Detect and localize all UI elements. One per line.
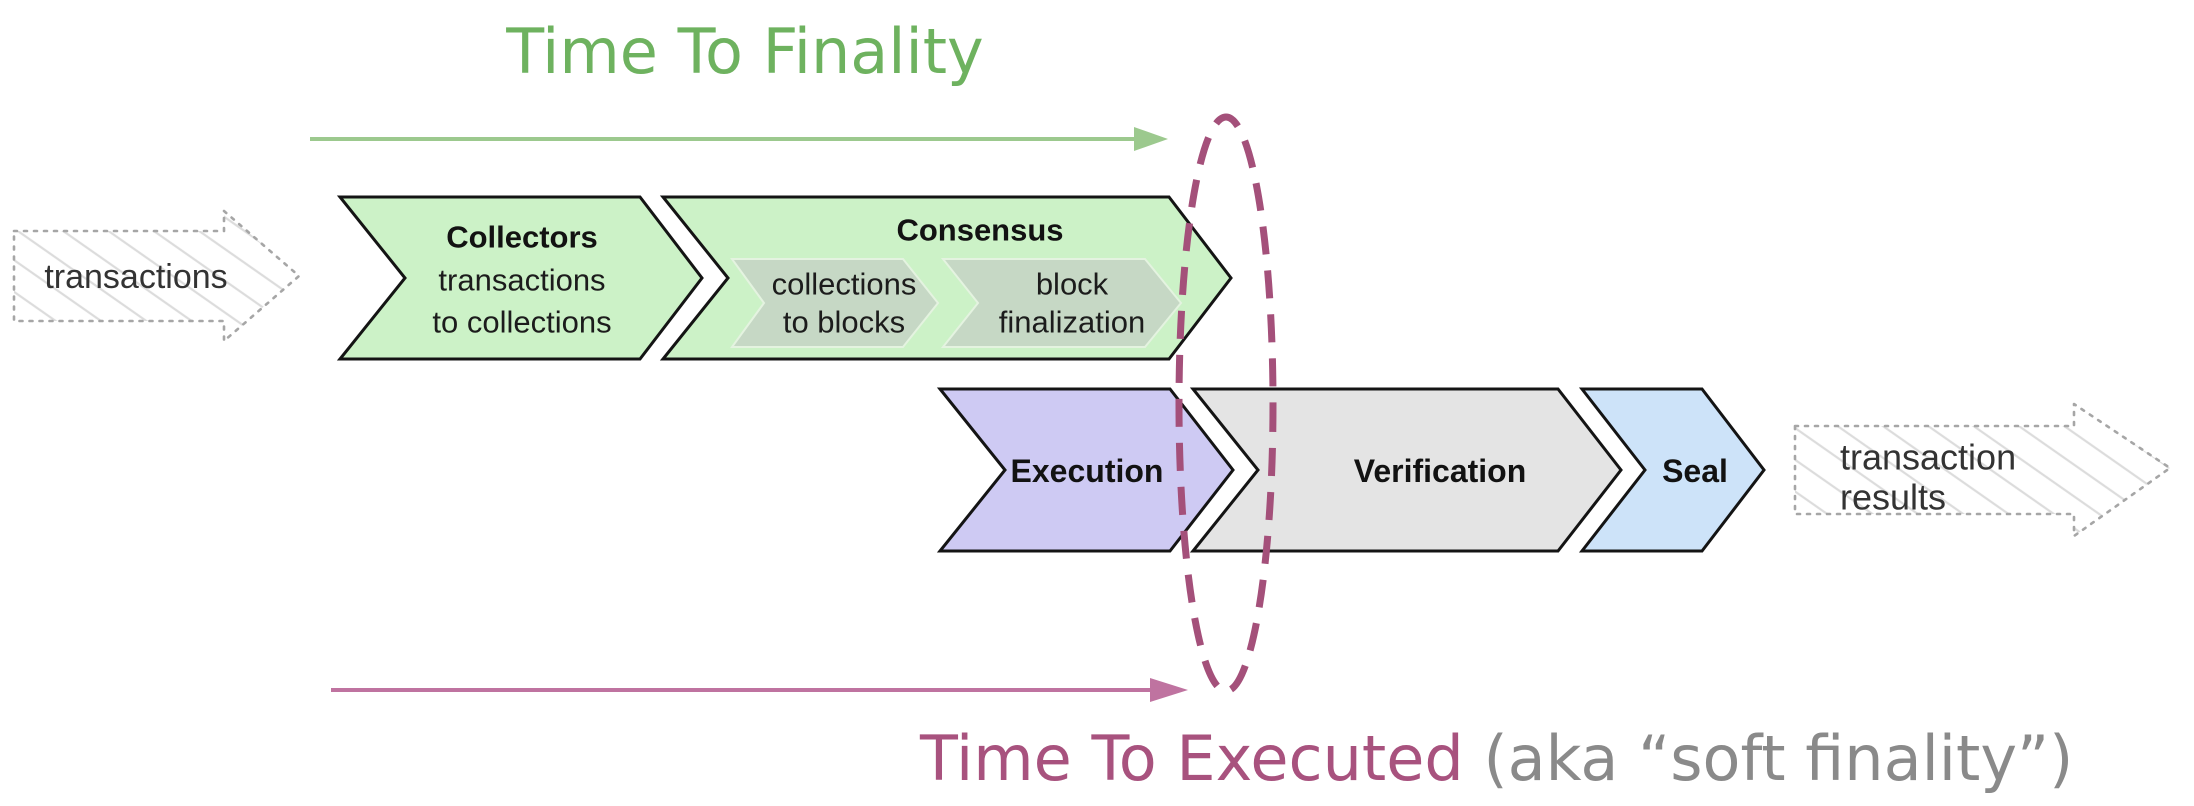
verification-stage: Verification <box>1189 387 1623 553</box>
collectors-title: Collectors <box>446 220 598 255</box>
soft-finality-note: (aka “soft finality”) <box>1483 722 2073 795</box>
transaction-results-output-arrow: transaction results <box>1793 402 2172 538</box>
execution-title: Execution <box>1011 453 1164 489</box>
consensus-stage: Consensus collections to blocks block fi… <box>659 195 1233 361</box>
block-finalization-line2: finalization <box>999 305 1145 340</box>
collectors-stage: Collectors transactions to collections <box>336 195 704 361</box>
executed-arrow <box>331 678 1188 702</box>
verification-title: Verification <box>1354 453 1527 489</box>
transaction-results-arrow-shape <box>1793 402 2172 538</box>
consensus-title: Consensus <box>896 213 1063 248</box>
transactions-arrow-label: transactions <box>44 258 227 296</box>
transactions-arrow-shape <box>12 209 301 343</box>
transactions-input-arrow: transactions <box>12 209 301 343</box>
finality-arrowhead-icon <box>1134 127 1168 151</box>
finality-arrow <box>310 127 1168 151</box>
execution-chevron <box>936 387 1235 553</box>
transaction-results-line2: results <box>1840 477 1946 518</box>
execution-stage: Execution <box>936 387 1235 553</box>
verification-chevron <box>1189 387 1623 553</box>
block-finalization-line1: block <box>1036 267 1109 302</box>
time-to-finality-title: Time To Finality <box>505 15 984 88</box>
block-finalization-chevron <box>940 258 1183 348</box>
executed-arrowhead-icon <box>1150 678 1188 702</box>
seal-chevron <box>1578 387 1766 553</box>
seal-title: Seal <box>1662 453 1728 489</box>
seal-stage: Seal <box>1578 387 1766 553</box>
collections-to-blocks-line1: collections <box>772 267 917 302</box>
soft-finality-boundary-ellipse <box>1175 113 1277 695</box>
collectors-line2: to collections <box>432 305 611 340</box>
collectors-chevron <box>336 195 704 361</box>
time-to-executed-label: Time To Executed <box>919 722 1464 795</box>
collections-to-blocks-chevron <box>730 258 940 348</box>
collections-to-blocks-line2: to blocks <box>783 305 905 340</box>
transaction-results-line1: transaction <box>1840 437 2016 478</box>
collectors-line1: transactions <box>438 263 605 298</box>
time-to-executed-title: Time To Executed (aka “soft finality”) <box>919 722 2073 795</box>
